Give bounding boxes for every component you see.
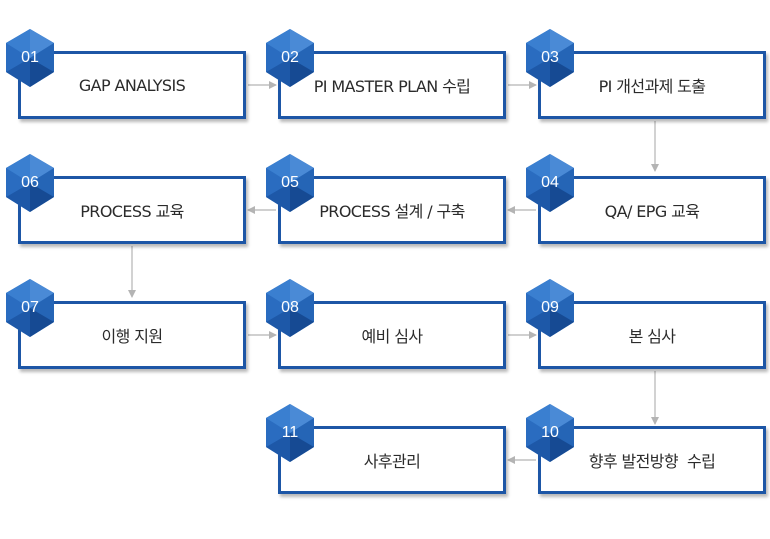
step-number: 01 xyxy=(21,49,39,66)
step-09: 본 심사 09 xyxy=(526,279,766,369)
step-box: GAP ANALYSIS xyxy=(18,51,246,119)
step-box: PROCESS 설계 / 구축 xyxy=(278,176,506,244)
step-number-badge: 05 xyxy=(262,154,318,212)
hexagon-badge-icon xyxy=(526,29,574,87)
step-box: PI MASTER PLAN 수립 xyxy=(278,51,506,119)
step-number-badge: 06 xyxy=(2,154,58,212)
step-05: PROCESS 설계 / 구축 05 xyxy=(266,154,506,244)
step-number-badge: 11 xyxy=(262,404,318,462)
step-box: 향후 발전방향 수립 xyxy=(538,426,766,494)
step-number-badge: 08 xyxy=(262,279,318,337)
hexagon-badge-icon xyxy=(526,404,574,462)
hexagon-badge-icon xyxy=(526,154,574,212)
step-label: GAP ANALYSIS xyxy=(78,75,186,95)
step-number: 08 xyxy=(281,299,299,316)
step-label: PI 개선과제 도출 xyxy=(598,77,706,96)
hexagon-badge-icon xyxy=(6,29,54,87)
step-label: QA/ EPG 교육 xyxy=(604,202,700,221)
step-box: 이행 지원 xyxy=(18,301,246,369)
hexagon-badge-icon xyxy=(526,279,574,337)
step-number: 04 xyxy=(541,174,559,191)
step-number: 06 xyxy=(21,174,39,191)
step-number-badge: 03 xyxy=(522,29,578,87)
step-number-badge: 07 xyxy=(2,279,58,337)
hexagon-badge-icon xyxy=(266,29,314,87)
step-01: GAP ANALYSIS 01 xyxy=(6,29,246,119)
step-label: 본 심사 xyxy=(628,327,676,346)
step-label: PROCESS 설계 / 구축 xyxy=(319,202,465,221)
step-box: PROCESS 교육 xyxy=(18,176,246,244)
step-07: 이행 지원 07 xyxy=(6,279,246,369)
step-number-badge: 04 xyxy=(522,154,578,212)
step-11: 사후관리 11 xyxy=(266,404,506,494)
hexagon-badge-icon xyxy=(266,404,314,462)
step-number: 10 xyxy=(541,424,559,441)
step-number-badge: 01 xyxy=(2,29,58,87)
hexagon-badge-icon xyxy=(6,279,54,337)
step-label: 예비 심사 xyxy=(361,327,424,346)
step-label: 향후 발전방향 수립 xyxy=(588,452,716,471)
step-04: QA/ EPG 교육 04 xyxy=(526,154,766,244)
hexagon-badge-icon xyxy=(266,279,314,337)
step-number-badge: 10 xyxy=(522,404,578,462)
step-label: 이행 지원 xyxy=(101,327,164,346)
step-number-badge: 02 xyxy=(262,29,318,87)
step-06: PROCESS 교육 06 xyxy=(6,154,246,244)
step-number: 03 xyxy=(541,49,559,66)
step-08: 예비 심사 08 xyxy=(266,279,506,369)
step-label: PI MASTER PLAN 수립 xyxy=(313,77,471,96)
step-label: PROCESS 교육 xyxy=(80,202,184,221)
step-box: PI 개선과제 도출 xyxy=(538,51,766,119)
step-number: 11 xyxy=(281,424,299,441)
step-number-badge: 09 xyxy=(522,279,578,337)
step-number: 07 xyxy=(21,299,39,316)
step-number: 05 xyxy=(281,174,299,191)
hexagon-badge-icon xyxy=(266,154,314,212)
hexagon-badge-icon xyxy=(6,154,54,212)
step-box: 사후관리 xyxy=(278,426,506,494)
step-box: 본 심사 xyxy=(538,301,766,369)
step-10: 향후 발전방향 수립 10 xyxy=(526,404,766,494)
step-number: 02 xyxy=(281,49,299,66)
step-number: 09 xyxy=(541,299,559,316)
step-03: PI 개선과제 도출 03 xyxy=(526,29,766,119)
step-box: 예비 심사 xyxy=(278,301,506,369)
step-box: QA/ EPG 교육 xyxy=(538,176,766,244)
step-02: PI MASTER PLAN 수립 02 xyxy=(266,29,506,119)
step-label: 사후관리 xyxy=(363,452,421,471)
